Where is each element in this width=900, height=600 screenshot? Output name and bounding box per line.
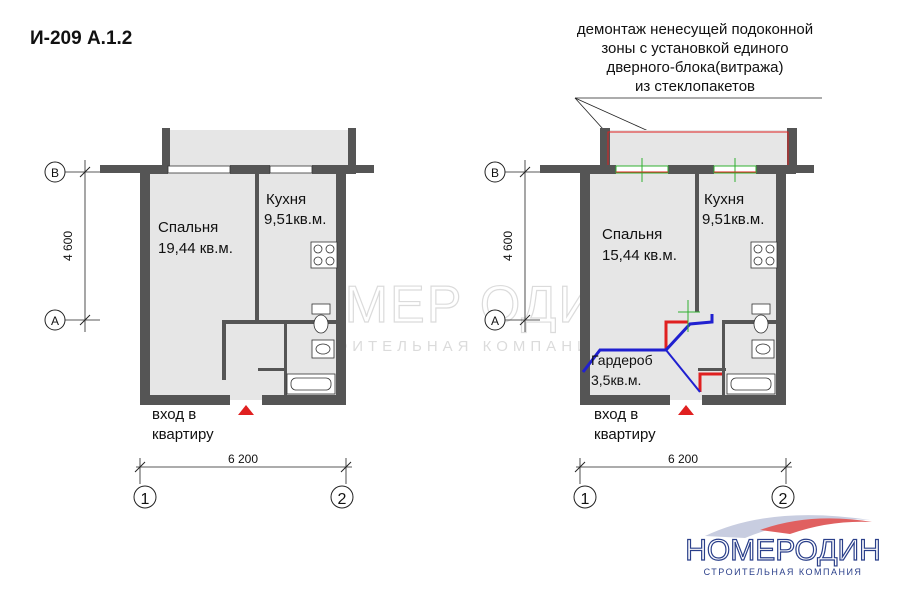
balcony-wall <box>162 128 170 170</box>
partition <box>722 320 777 324</box>
sink-icon <box>311 339 335 359</box>
window <box>167 165 231 174</box>
dimension-horizontal: 6 200 <box>228 452 258 466</box>
plan-after: Спальня 15,44 кв.м. Кухня 9,51кв.м. Гард… <box>484 97 822 509</box>
exterior-wall <box>140 165 150 405</box>
annotation-line: демонтаж ненесущей подоконной <box>576 21 814 38</box>
axis-marker <box>573 485 597 509</box>
watermark-subtext: СТРОИТЕЛЬНАЯ КОМПАНИЯ <box>291 338 608 355</box>
axis-label: 2 <box>779 491 788 508</box>
axis-label: 1 <box>141 491 150 508</box>
logo-swoosh <box>705 515 870 538</box>
axis-label: 2 <box>338 491 347 508</box>
entrance-label: вход в <box>594 406 638 423</box>
axis-marker <box>133 485 157 509</box>
exterior-wall <box>100 165 148 173</box>
balcony <box>168 130 354 168</box>
room-area: 9,51кв.м. <box>702 211 764 228</box>
room-name: Спальня <box>158 219 218 236</box>
room-name: Кухня <box>704 191 744 208</box>
toilet-icon <box>751 303 771 334</box>
entrance-wall <box>580 395 670 405</box>
dimension-vertical: 4 600 <box>61 231 75 261</box>
annotation-line: зоны с установкой единого <box>601 40 789 57</box>
axis-marker <box>771 485 795 509</box>
axis-label: А <box>491 314 499 328</box>
toilet-icon <box>311 303 331 334</box>
entrance-label: квартиру <box>594 426 656 443</box>
sink-icon <box>751 339 775 359</box>
entrance-marker <box>238 405 254 415</box>
exterior-wall <box>776 165 786 405</box>
demolished-wall <box>698 372 722 392</box>
bathtub-icon <box>726 373 776 395</box>
exterior-wall <box>230 165 270 174</box>
entrance-label: квартиру <box>152 426 214 443</box>
room-name: Кухня <box>266 191 306 208</box>
stove-icon <box>310 241 338 269</box>
exterior-wall <box>344 165 374 173</box>
company-logo: НОМЕРОДИН СТРОИТЕЛЬНАЯ КОМПАНИЯ <box>685 515 881 577</box>
partition <box>695 172 699 312</box>
room-area: 9,51кв.м. <box>264 211 326 228</box>
logo-subtext: СТРОИТЕЛЬНАЯ КОМПАНИЯ <box>704 567 863 577</box>
exterior-wall <box>588 165 616 174</box>
stove-icon <box>750 241 778 269</box>
partition <box>222 320 226 380</box>
balcony-wall <box>600 128 610 170</box>
axis-label: В <box>491 166 499 180</box>
logo-text: НОМЕРОДИН <box>685 534 881 567</box>
annotation-line: дверного-блока(витража) <box>606 59 784 76</box>
exterior-wall <box>148 165 168 174</box>
dimension-vertical: 4 600 <box>501 231 515 261</box>
exterior-wall <box>540 165 588 173</box>
apartment-floor <box>148 172 344 400</box>
logo-swoosh <box>760 518 872 534</box>
axis-label: В <box>51 166 59 180</box>
room-area: 3,5кв.м. <box>591 372 641 388</box>
room-name: Спальня <box>602 226 662 243</box>
balcony <box>608 130 790 168</box>
entrance-label: вход в <box>152 406 196 423</box>
annotation-line: из стеклопакетов <box>634 78 755 95</box>
plan-before: Спальня 19,44 кв.м. Кухня 9,51кв.м. вход… <box>44 128 374 509</box>
axis-label: А <box>51 314 59 328</box>
balcony-wall <box>348 128 356 170</box>
exterior-wall <box>668 165 714 174</box>
exterior-wall <box>336 165 346 405</box>
bathtub-icon <box>286 373 336 395</box>
partition <box>255 172 259 322</box>
partition <box>722 320 725 398</box>
window <box>269 165 313 174</box>
room-name: Гардероб <box>591 352 653 368</box>
entrance-wall <box>262 395 346 405</box>
partition <box>258 368 286 371</box>
apartment-floor <box>588 172 784 400</box>
balcony-wall <box>787 128 797 170</box>
exterior-wall <box>784 165 814 173</box>
partition <box>698 368 726 371</box>
room-area: 15,44 кв.м. <box>602 247 677 264</box>
axis-label: 1 <box>581 491 590 508</box>
exterior-wall <box>580 165 590 405</box>
new-partition <box>581 314 714 373</box>
demolished-wall <box>664 320 688 350</box>
exterior-wall <box>312 165 356 174</box>
axis-marker <box>330 485 354 509</box>
dimension-horizontal: 6 200 <box>668 452 698 466</box>
partition <box>284 322 287 400</box>
entrance-marker <box>678 405 694 415</box>
page-title: И-209 А.1.2 <box>30 28 133 49</box>
room-area: 19,44 кв.м. <box>158 240 233 257</box>
partition <box>222 320 337 324</box>
entrance-wall <box>140 395 230 405</box>
annotation-note: демонтаж ненесущей подоконной зоны с уст… <box>540 20 850 96</box>
entrance-wall <box>702 395 786 405</box>
